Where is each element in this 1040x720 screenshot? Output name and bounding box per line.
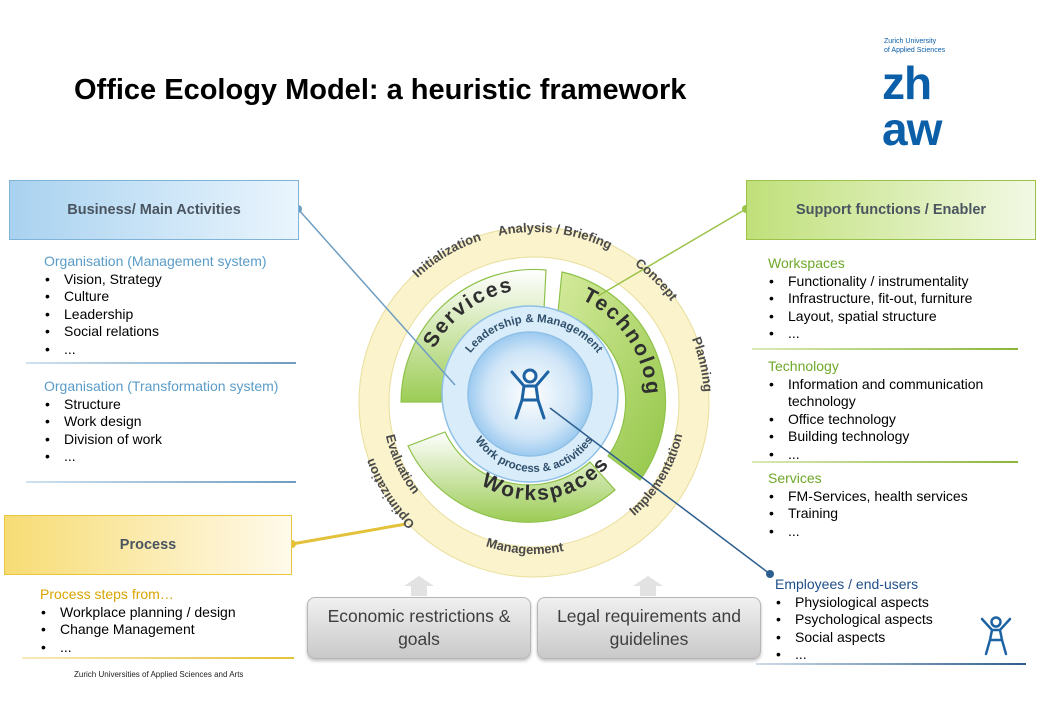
support-header: Support functions / Enabler [746, 180, 1036, 240]
technology-segment [557, 271, 667, 481]
employees-section-head: Employees / end-users [775, 576, 919, 592]
logo-word-top: zh [882, 57, 932, 109]
business-section-management-head: Organisation (Management system) [44, 253, 267, 269]
process-section: Process steps from… Workplace planning /… [40, 586, 300, 656]
list-item: ... [768, 325, 1033, 343]
list-item: Social aspects [775, 629, 1025, 647]
list-item: Culture [44, 288, 304, 306]
list-item: Workplace planning / design [40, 604, 300, 622]
employees-divider [756, 663, 1026, 665]
page-title: Office Ecology Model: a heuristic framew… [74, 74, 687, 106]
list-item: ... [44, 448, 304, 466]
logo-caption-line1: Zurich University [884, 38, 937, 45]
list-item: ... [768, 523, 1033, 541]
list-item: Infrastructure, fit-out, furniture [768, 290, 1033, 308]
up-arrow-legal-icon [633, 576, 663, 596]
logo-caption-line2: of Applied Sciences [884, 47, 946, 54]
list-item: Psychological aspects [775, 611, 1025, 629]
list-item: Physiological aspects [775, 594, 1025, 612]
support-section-workspaces: Workspaces Functionality / instrumentali… [768, 255, 1033, 343]
business-section-management: Organisation (Management system) Vision,… [44, 253, 304, 358]
person-icon [510, 368, 550, 420]
list-item: Work design [44, 413, 304, 431]
list-item: Building technology [768, 428, 1033, 446]
list-item: ... [40, 639, 300, 657]
legal-requirements-box: Legal requirements and guidelines [537, 597, 761, 659]
logo-word-bottom: aw [882, 103, 942, 155]
up-arrow-economic-icon [404, 576, 434, 596]
business-section-transformation-head: Organisation (Transformation system) [44, 378, 279, 394]
list-item: Social relations [44, 323, 304, 341]
logo-caption: Zurich University of Applied Sciences [884, 37, 945, 55]
list-item: Structure [44, 396, 304, 414]
list-item: Layout, spatial structure [768, 308, 1033, 326]
support-divider-2 [752, 461, 1018, 463]
list-item: Vision, Strategy [44, 271, 304, 289]
list-item: Office technology [768, 411, 1033, 429]
phase-ring-border-inner [388, 256, 680, 548]
list-item: Change Management [40, 621, 300, 639]
business-header: Business/ Main Activities [9, 180, 299, 240]
support-section-services-head: Services [768, 470, 822, 486]
business-divider-1 [26, 362, 296, 364]
connector-business [297, 208, 456, 386]
phase-ring [359, 227, 709, 577]
connector-employees [549, 407, 771, 575]
support-section-technology-head: Technology [768, 358, 839, 374]
list-item: Training [768, 505, 1033, 523]
list-item: ... [768, 446, 1033, 464]
list-item: FM-Services, health services [768, 488, 1033, 506]
support-section-workspaces-head: Workspaces [768, 255, 845, 271]
connector-employees-dot [766, 570, 774, 578]
list-item: Division of work [44, 431, 304, 449]
employees-section: Employees / end-users Physiological aspe… [775, 576, 1025, 664]
list-item: Information and communication technology [768, 376, 1033, 411]
support-section-services: Services FM-Services, health services Tr… [768, 470, 1033, 540]
footer-text: Zurich Universities of Applied Sciences … [74, 670, 244, 679]
process-header: Process [4, 515, 292, 575]
support-section-technology: Technology Information and communication… [768, 358, 1033, 463]
business-section-transformation: Organisation (Transformation system) Str… [44, 378, 304, 466]
connector-support [597, 208, 747, 297]
phase-ring-border-outer [358, 226, 710, 578]
business-divider-2 [26, 481, 296, 483]
list-item: Leadership [44, 306, 304, 324]
connector-process [291, 522, 407, 546]
list-item: ... [44, 341, 304, 359]
list-item: Functionality / instrumentality [768, 273, 1033, 291]
economic-restrictions-box: Economic restrictions & goals [307, 597, 531, 659]
process-divider [22, 657, 294, 659]
process-section-head: Process steps from… [40, 586, 174, 602]
list-item: ... [775, 646, 1025, 664]
workspaces-segment [407, 431, 616, 523]
inner-core [467, 331, 593, 457]
support-divider-1 [752, 348, 1018, 350]
